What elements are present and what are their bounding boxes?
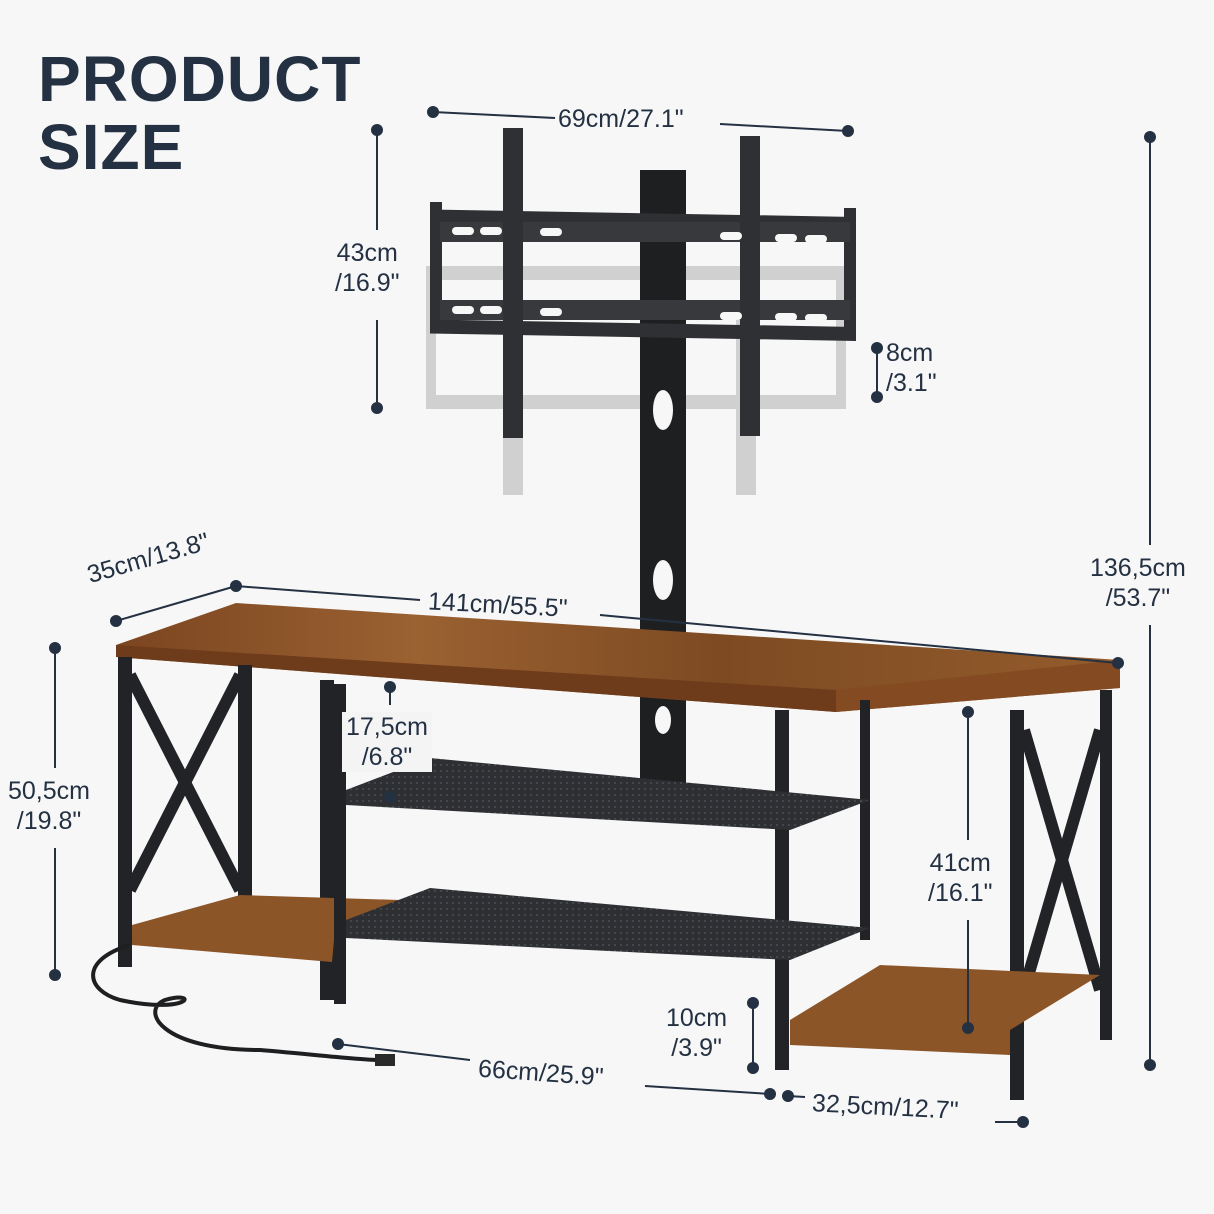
leg-clearance-inch: /3.9" — [671, 1034, 722, 1062]
cabinet-height-label: 50,5cm /19.8" — [8, 776, 90, 836]
title-line-1: PRODUCT — [38, 43, 362, 115]
side-shelf-height-label: 41cm /16.1" — [928, 848, 992, 908]
mount-height-cm: 43cm — [336, 239, 398, 267]
mount-slots — [452, 227, 827, 322]
shelf-gap-inch: /6.8" — [361, 743, 413, 771]
mount-height-inch: /16.9" — [335, 269, 400, 297]
dimension-lines — [49, 106, 1156, 1128]
total-height-label: 136,5cm /53.7" — [1090, 553, 1186, 613]
left-bottom-shelf — [132, 895, 400, 962]
mount-adjust-label: 8cm /3.1" — [886, 338, 937, 398]
mount-width-label: 69cm/27.1" — [558, 105, 684, 133]
side-shelf-height-inch: /16.1" — [928, 879, 993, 907]
title-line-2: SIZE — [38, 111, 185, 183]
cabinet-height-cm: 50,5cm — [8, 777, 90, 805]
mount-height-label: 43cm /16.9" — [335, 238, 399, 298]
right-bottom-shelf — [790, 965, 1100, 1055]
shelf-gap-cm: 17,5cm — [346, 713, 428, 741]
side-shelf-height-cm: 41cm — [929, 849, 991, 877]
leg-clearance-label: 10cm /3.9" — [666, 1003, 727, 1063]
leg-clearance-cm: 10cm — [666, 1004, 728, 1032]
mount-adjust-inch: /3.1" — [886, 369, 937, 397]
page-title: PRODUCT SIZE — [38, 45, 361, 181]
middle-shelf-lower — [346, 888, 870, 960]
right-frame — [1010, 690, 1112, 1100]
total-height-cm: 136,5cm — [1090, 554, 1186, 582]
mount-adjust-cm: 8cm — [886, 339, 934, 367]
total-height-inch: /53.7" — [1105, 584, 1171, 612]
tabletop — [116, 603, 1120, 712]
middle-shelf-upper — [346, 758, 870, 830]
tv-mount-bracket — [430, 128, 856, 438]
shelf-gap-label: 17,5cm /6.8" — [342, 712, 432, 772]
power-plug — [375, 1054, 395, 1066]
power-cable — [91, 943, 381, 1062]
cabinet-height-inch: /19.8" — [16, 807, 82, 835]
